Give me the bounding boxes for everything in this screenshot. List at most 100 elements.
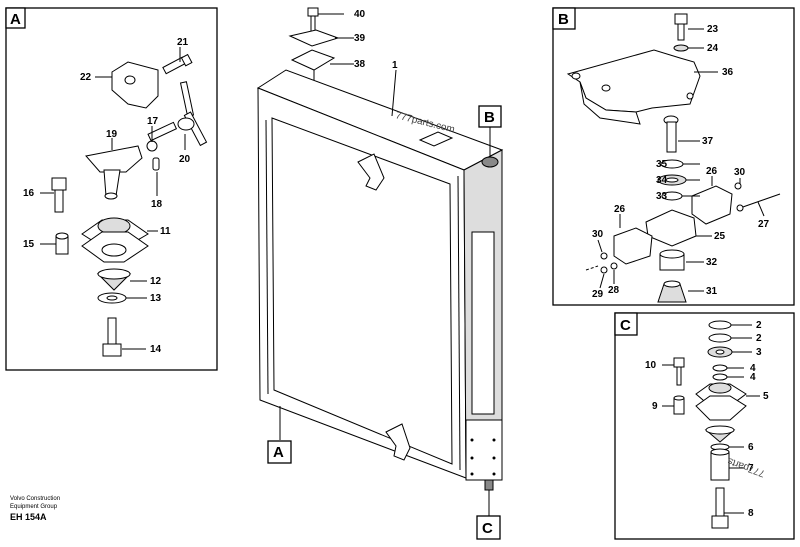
label-35: 35 [656, 159, 668, 170]
spacer-34 [657, 174, 687, 186]
plate-39 [288, 29, 340, 47]
label-40: 40 [354, 9, 366, 20]
label-18: 18 [151, 199, 163, 210]
panel-a: A [5, 7, 218, 371]
label-26-left: 26 [614, 204, 626, 215]
frame-opening [271, 117, 453, 465]
hanger-bracket-bottom [385, 423, 411, 461]
label-19: 19 [106, 129, 118, 140]
company-line-2: Equipment Group [10, 504, 58, 510]
label-4-second: 4 [750, 372, 756, 383]
bolt-40 [307, 7, 319, 33]
t-handle-20 [177, 81, 208, 147]
label-16: 16 [23, 188, 35, 199]
sleeve-9 [673, 395, 685, 415]
rubber-block-26-left [613, 227, 653, 265]
washer-4-second [712, 373, 728, 381]
panel-a-tag [5, 7, 26, 29]
label-6: 6 [748, 442, 754, 453]
washer-30-right [734, 182, 742, 190]
rubber-block-26-right [691, 185, 733, 225]
bracket-22-hole [124, 75, 136, 85]
label-14: 14 [150, 344, 162, 355]
panel-b-leaders [597, 28, 765, 292]
panel-c-letter: C [620, 317, 631, 334]
main-leaders [279, 13, 491, 516]
pad-38 [290, 49, 336, 71]
spacer-32 [659, 249, 685, 271]
label-32: 32 [706, 257, 718, 268]
footer: Volvo Construction Equipment Group EH 15… [10, 496, 60, 522]
label-17: 17 [147, 116, 159, 127]
callout-b: B [484, 109, 495, 126]
label-27: 27 [758, 219, 770, 230]
label-22: 22 [80, 72, 92, 83]
callout-c: C [482, 520, 493, 537]
label-24: 24 [707, 43, 719, 54]
panel-a-frame [5, 7, 218, 371]
label-2-top: 2 [756, 320, 762, 331]
radiator-frame: 40 39 38 1 B A C 777parts.com [256, 7, 504, 540]
panel-b: B [552, 7, 795, 306]
callout-c-box [476, 515, 501, 540]
label-3: 3 [756, 347, 762, 358]
bolt-8 [711, 487, 729, 529]
drawing-code: EH 154A [10, 512, 47, 522]
washer-2-top [708, 320, 732, 330]
label-2-second: 2 [756, 333, 762, 344]
panel-c-leaders [662, 324, 760, 514]
label-7: 7 [748, 463, 754, 474]
pin-18 [152, 157, 160, 171]
label-11: 11 [160, 226, 171, 237]
label-15: 15 [23, 239, 35, 250]
label-13: 13 [150, 293, 162, 304]
bolt-16 [51, 177, 67, 213]
panel-c-tag [614, 312, 638, 336]
mount-point-b [481, 156, 499, 168]
label-5: 5 [763, 391, 769, 402]
label-23: 23 [707, 24, 719, 35]
washer-24 [673, 44, 689, 52]
washer-30-left [600, 252, 608, 260]
label-8: 8 [748, 508, 754, 519]
cone-washer-12-top [97, 268, 131, 280]
cone-6 [704, 425, 736, 443]
nut-29 [600, 266, 608, 274]
bolt-23 [674, 13, 688, 41]
washer-2-second [708, 333, 732, 343]
cone-31 [657, 280, 687, 303]
label-4-top: 4 [750, 363, 756, 374]
label-12: 12 [150, 276, 162, 287]
label-38: 38 [354, 59, 366, 70]
bracket-36 [566, 49, 701, 125]
bolt-37 [663, 115, 679, 153]
hanger-bracket-top [357, 153, 385, 191]
panel-a-letter: A [10, 11, 21, 28]
lever-19 [85, 145, 143, 200]
bottom-bracket [465, 419, 503, 481]
panel-b-letter: B [558, 11, 569, 28]
callout-b-box [478, 105, 502, 128]
sleeve-15 [55, 232, 69, 255]
label-33: 33 [656, 191, 668, 202]
cone-3 [707, 346, 733, 358]
label-20: 20 [179, 154, 191, 165]
label-31: 31 [706, 286, 718, 297]
bracket-22 [111, 61, 159, 109]
company-line-1: Volvo Construction [10, 496, 60, 502]
watermark-rotated: 777parts [726, 455, 766, 479]
label-37: 37 [702, 136, 714, 147]
label-34: 34 [656, 175, 668, 186]
label-9: 9 [652, 401, 658, 412]
screw-17 [146, 121, 178, 152]
label-21: 21 [177, 37, 189, 48]
label-26-right: 26 [706, 166, 718, 177]
callout-a: A [273, 444, 284, 461]
panel-a-leaders [40, 47, 186, 350]
panel-c-frame [614, 312, 795, 540]
label-29: 29 [592, 289, 604, 300]
label-10: 10 [645, 360, 657, 371]
washer-4-top [712, 364, 728, 372]
